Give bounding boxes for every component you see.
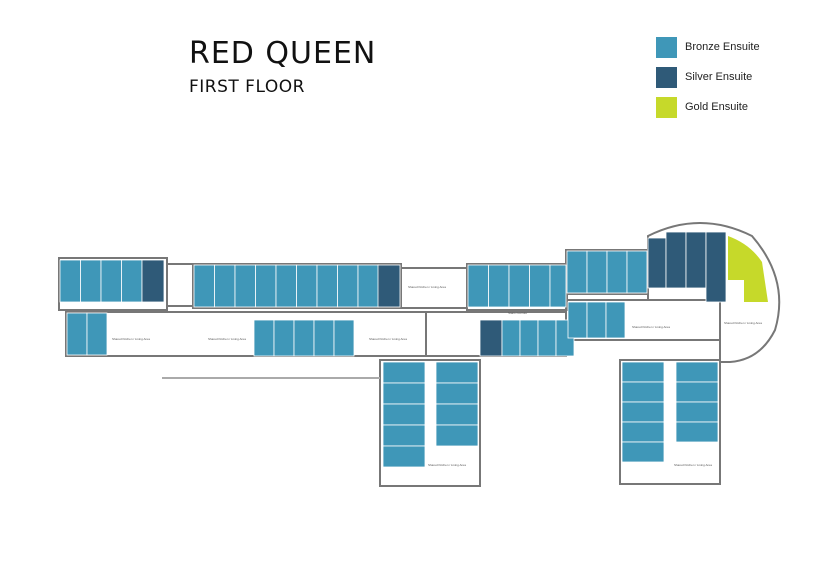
room-bronze-36: [333, 319, 355, 357]
room-bronze-20: [549, 264, 567, 308]
room-bronze-48: [382, 424, 426, 447]
room-bronze-38: [501, 319, 521, 357]
legend: Bronze Ensuite Silver Ensuite Gold Ensui…: [656, 36, 760, 126]
legend-label-gold: Gold Ensuite: [685, 101, 748, 113]
room-bronze-47: [382, 403, 426, 426]
room-bronze-46: [382, 382, 426, 405]
room-bronze-7: [214, 264, 236, 308]
room-bronze-53: [435, 424, 479, 447]
silver-swatch: [656, 66, 677, 88]
floor-subtitle: FIRST FLOOR: [189, 77, 305, 97]
room-bronze-61: [675, 401, 719, 423]
room-bronze-56: [621, 401, 665, 423]
room-bronze-34: [293, 319, 315, 357]
kitchen-label-4: Shared Kitchen / Living Area: [408, 285, 446, 289]
legend-item-silver: Silver Ensuite: [656, 66, 760, 88]
room-bronze-62: [675, 421, 719, 443]
room-silver-5: [141, 259, 165, 303]
legend-label-silver: Silver Ensuite: [685, 71, 753, 83]
kitchen-label-6: Shared Kitchen / Living Area: [724, 321, 762, 325]
room-bronze-60: [675, 381, 719, 403]
room-bronze-22: [586, 250, 608, 294]
room-bronze-1: [59, 259, 81, 303]
room-bronze-32: [253, 319, 275, 357]
room-bronze-51: [435, 382, 479, 405]
room-silver-37: [479, 319, 503, 357]
legend-item-bronze: Bronze Ensuite: [656, 36, 760, 58]
room-silver-27: [685, 231, 707, 289]
room-bronze-24: [626, 250, 648, 294]
room-silver-29: [705, 231, 727, 303]
room-bronze-31: [86, 312, 108, 356]
room-bronze-54: [621, 361, 665, 383]
room-bronze-14: [357, 264, 379, 308]
room-bronze-43: [586, 301, 607, 339]
room-bronze-23: [606, 250, 628, 294]
room-silver-25: [647, 237, 667, 289]
gold-swatch: [656, 96, 677, 118]
room-bronze-40: [537, 319, 557, 357]
room-silver-15: [377, 264, 401, 308]
ensuite-rooms: [59, 231, 768, 468]
room-silver-26: [665, 231, 687, 289]
room-bronze-52: [435, 403, 479, 426]
bronze-swatch: [656, 36, 677, 58]
room-bronze-8: [234, 264, 256, 308]
room-bronze-57: [621, 421, 665, 443]
kitchen-label-3: Shared Kitchen / Living Area: [369, 337, 407, 341]
room-bronze-45: [382, 361, 426, 384]
plan-title: RED QUEEN: [189, 36, 377, 71]
room-bronze-33: [273, 319, 295, 357]
room-gold-1: [728, 236, 768, 302]
room-bronze-44: [605, 301, 626, 339]
kitchen-label-5: Shared Kitchen / Living Area: [632, 325, 670, 329]
legend-item-gold: Gold Ensuite: [656, 96, 760, 118]
room-bronze-12: [316, 264, 338, 308]
room-bronze-13: [337, 264, 359, 308]
room-bronze-50: [435, 361, 479, 384]
room-bronze-18: [508, 264, 530, 308]
stairs-label: Stairs Corridor: [508, 311, 527, 315]
room-bronze-11: [296, 264, 318, 308]
shared-areas: Shared Kitchen / Living Area Shared Kitc…: [112, 285, 762, 467]
room-bronze-4: [121, 259, 143, 303]
room-bronze-55: [621, 381, 665, 403]
room-bronze-6: [193, 264, 215, 308]
room-bronze-39: [519, 319, 539, 357]
room-bronze-21: [566, 250, 588, 294]
kitchen-label-2: Shared Kitchen / Living Area: [208, 337, 246, 341]
room-bronze-35: [313, 319, 335, 357]
room-bronze-42: [567, 301, 588, 339]
room-bronze-9: [255, 264, 277, 308]
room-bronze-17: [488, 264, 510, 308]
kitchen-label-1: Shared Kitchen / Living Area: [112, 337, 150, 341]
kitchen-label-7: Shared Kitchen / Living Area: [428, 463, 466, 467]
room-bronze-59: [675, 361, 719, 383]
room-bronze-30: [66, 312, 88, 356]
room-bronze-58: [621, 441, 665, 463]
room-bronze-49: [382, 445, 426, 468]
room-bronze-10: [275, 264, 297, 308]
room-bronze-3: [100, 259, 122, 303]
room-bronze-19: [529, 264, 551, 308]
kitchen-label-8: Shared Kitchen / Living Area: [674, 463, 712, 467]
room-bronze-16: [467, 264, 489, 308]
room-bronze-2: [80, 259, 102, 303]
legend-label-bronze: Bronze Ensuite: [685, 41, 760, 53]
